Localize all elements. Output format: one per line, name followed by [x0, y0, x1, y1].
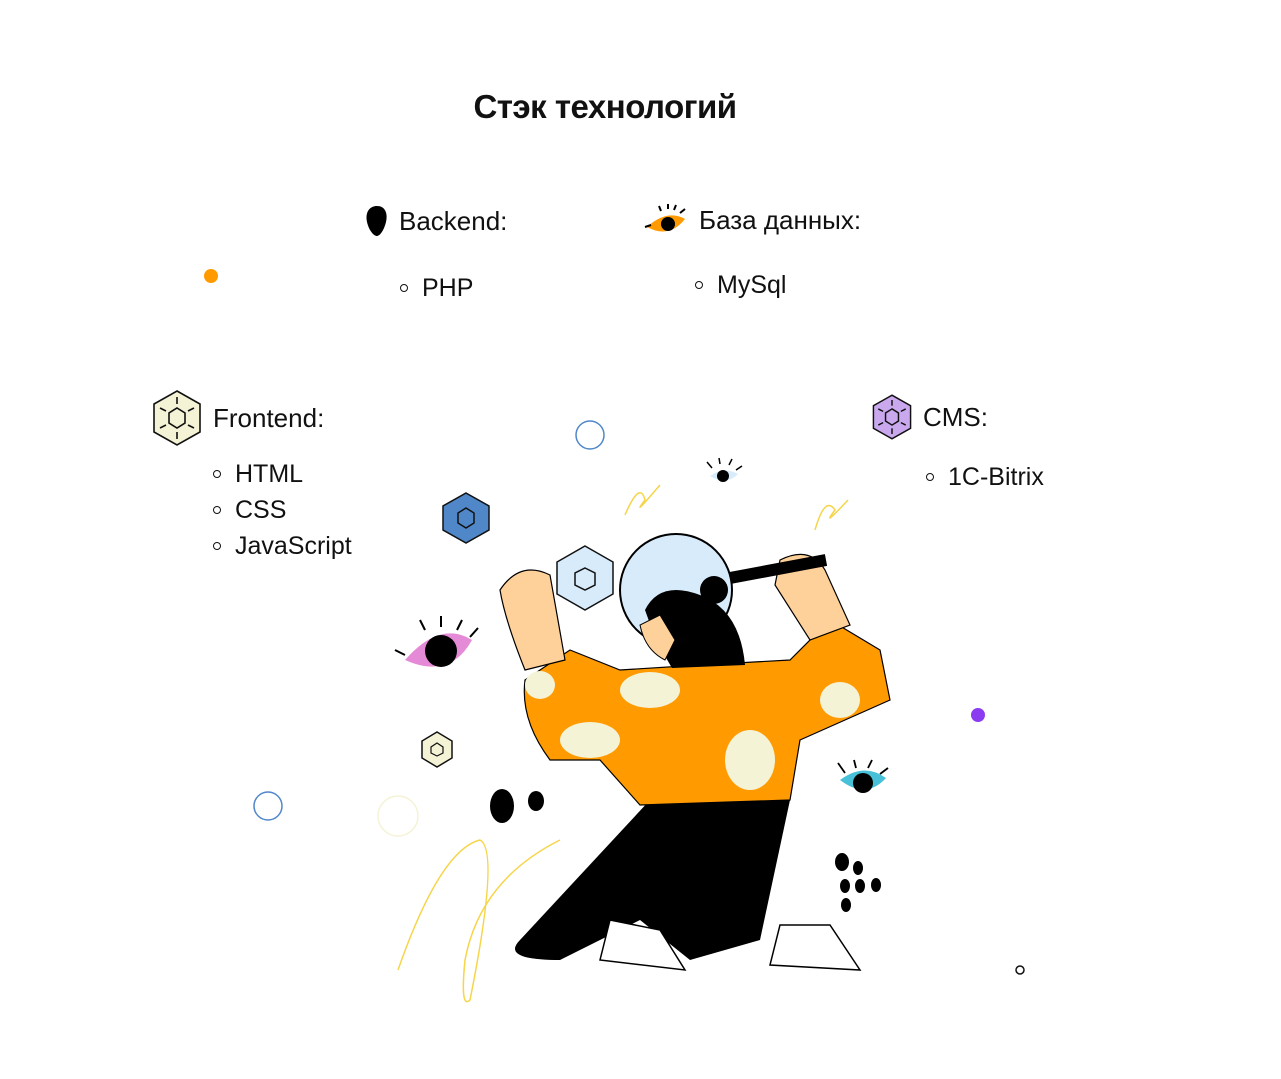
cms-list: 1C-Bitrix	[926, 459, 1044, 495]
blue-eye-icon	[706, 457, 743, 482]
frontend-heading: Frontend:	[151, 389, 324, 447]
list-item: 1C-Bitrix	[926, 459, 1044, 495]
blue-circle	[575, 420, 605, 450]
purple-dot	[971, 708, 985, 722]
database-label: База данных:	[699, 204, 862, 235]
orange-dot	[204, 269, 218, 283]
eye-icon	[644, 204, 686, 232]
frontend-label: Frontend:	[213, 402, 325, 433]
light-blue-hexagon-icon	[556, 545, 614, 611]
bullet-icon	[695, 281, 703, 289]
page-title: Стэк технологий	[473, 88, 737, 125]
list-item: JavaScript	[213, 528, 352, 564]
bullet-icon	[213, 470, 221, 478]
squiggle	[397, 839, 561, 1003]
cms-label: CMS:	[923, 401, 988, 432]
hexagon-icon	[872, 394, 912, 440]
hexagon-icon	[153, 390, 201, 446]
pink-eye-icon	[394, 616, 479, 667]
drop-icon	[366, 206, 387, 236]
bullet-icon	[213, 506, 221, 514]
cream-hexagon-icon	[421, 731, 453, 768]
person-illustration	[499, 533, 891, 971]
frontend-list: HTML CSS JavaScript	[213, 456, 352, 564]
cms-heading: CMS:	[871, 393, 988, 441]
bullet-icon	[926, 473, 934, 481]
squiggle	[814, 499, 849, 531]
list-item: PHP	[400, 270, 473, 306]
database-list: MySql	[695, 267, 786, 303]
small-circle	[1015, 965, 1025, 975]
bullet-icon	[213, 542, 221, 550]
list-item: MySql	[695, 267, 786, 303]
backend-label: Backend:	[399, 205, 508, 236]
list-item: CSS	[213, 492, 352, 528]
squiggle	[624, 484, 661, 516]
blue-hexagon-icon	[442, 492, 490, 544]
list-item: HTML	[213, 456, 352, 492]
cream-circle	[377, 795, 419, 837]
database-heading: База данных:	[643, 203, 861, 237]
backend-list: PHP	[400, 270, 473, 306]
drops	[490, 789, 881, 912]
backend-heading: Backend:	[365, 205, 507, 237]
teal-eye-icon	[837, 759, 889, 793]
blue-circle	[253, 791, 283, 821]
bullet-icon	[400, 284, 408, 292]
